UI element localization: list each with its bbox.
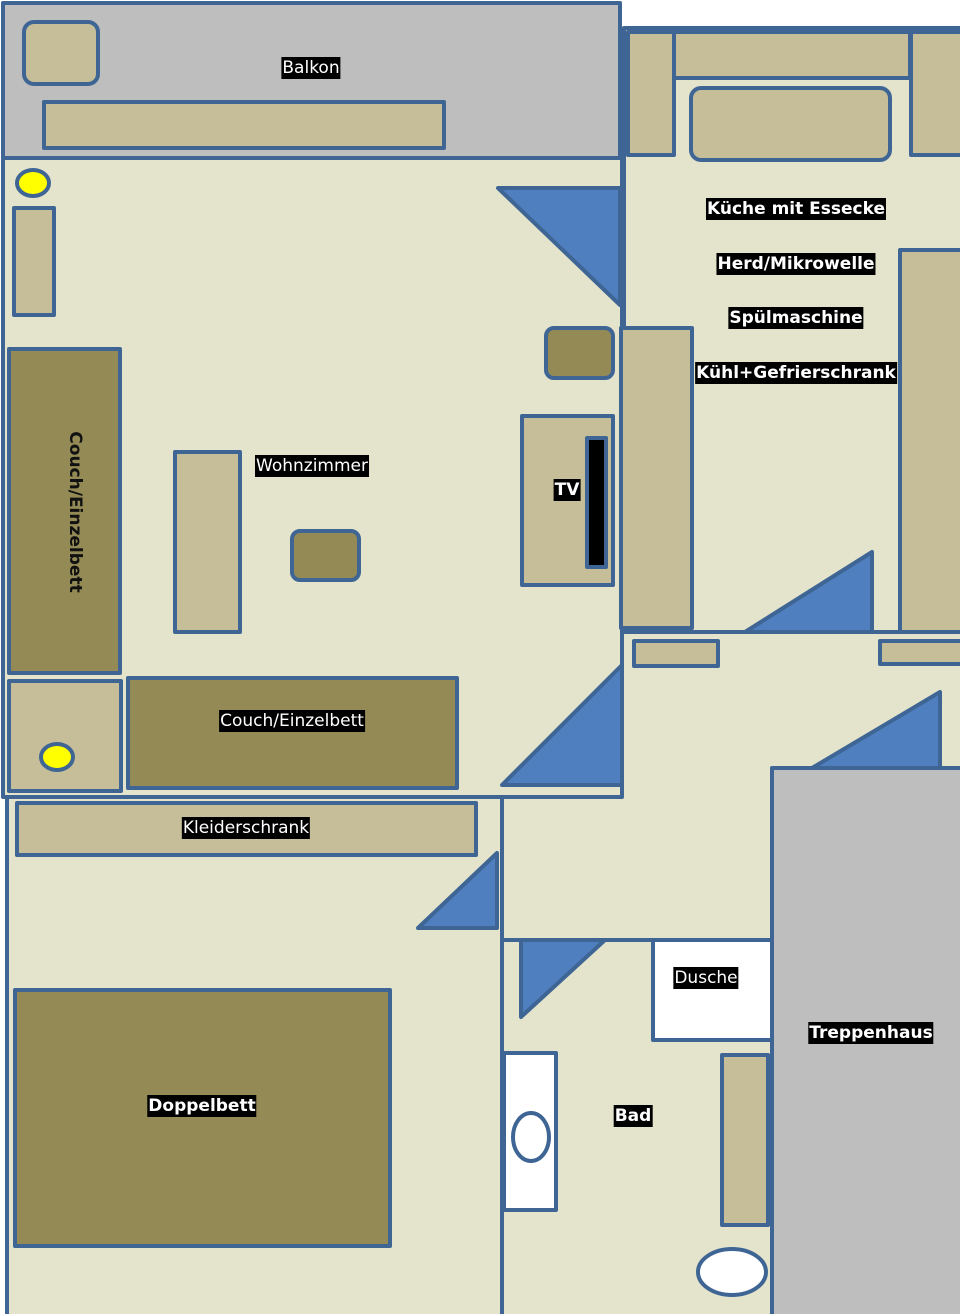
label-stairwell: Treppenhaus	[808, 1022, 934, 1044]
hallway-shelf	[632, 639, 720, 668]
hallway-shelf	[878, 639, 960, 666]
label-living-room: Wohnzimmer	[255, 455, 369, 477]
dining-table	[689, 86, 892, 162]
sink-icon	[511, 1111, 551, 1163]
label-bathroom: Bad	[613, 1105, 653, 1127]
lamp-icon	[39, 742, 75, 772]
couch-vertical	[7, 347, 122, 675]
door-icon	[416, 851, 499, 930]
door-icon	[496, 186, 622, 307]
label-stove: Herd/Mikrowelle	[716, 253, 876, 275]
label-fridge: Kühl+Gefrierschrank	[695, 362, 897, 384]
kitchen-cabinet	[626, 30, 676, 157]
door-icon	[519, 938, 607, 1019]
corner-table	[7, 679, 123, 793]
door-icon	[743, 550, 874, 634]
label-couch-vertical: Couch/Einzelbett	[65, 431, 85, 593]
kitchen-counter	[898, 248, 960, 634]
door-icon	[810, 690, 942, 770]
double-bed	[13, 988, 392, 1248]
bathroom-cabinet	[720, 1053, 770, 1227]
side-cabinet	[12, 206, 56, 317]
tv-icon	[585, 436, 608, 569]
stool	[290, 529, 361, 582]
door-icon	[500, 663, 624, 787]
couch-horizontal	[126, 676, 459, 790]
toilet-icon	[696, 1247, 768, 1297]
label-kitchen: Küche mit Essecke	[705, 198, 887, 220]
label-balkon: Balkon	[281, 57, 341, 79]
label-dishwasher: Spülmaschine	[728, 307, 864, 329]
coffee-table	[173, 450, 242, 634]
kitchen-counter	[619, 326, 694, 630]
ottoman	[544, 326, 615, 380]
label-double-bed: Doppelbett	[147, 1095, 257, 1117]
label-couch-horizontal: Couch/Einzelbett	[219, 710, 365, 732]
label-shower: Dusche	[673, 967, 739, 989]
label-wardrobe: Kleiderschrank	[181, 817, 311, 839]
lamp-icon	[15, 168, 51, 198]
balcony-bench	[42, 100, 446, 150]
kitchen-cabinet	[909, 30, 960, 157]
room-shower	[651, 938, 774, 1042]
label-tv: TV	[553, 479, 581, 501]
kitchen-cabinet	[672, 30, 912, 80]
balcony-table	[22, 20, 100, 86]
